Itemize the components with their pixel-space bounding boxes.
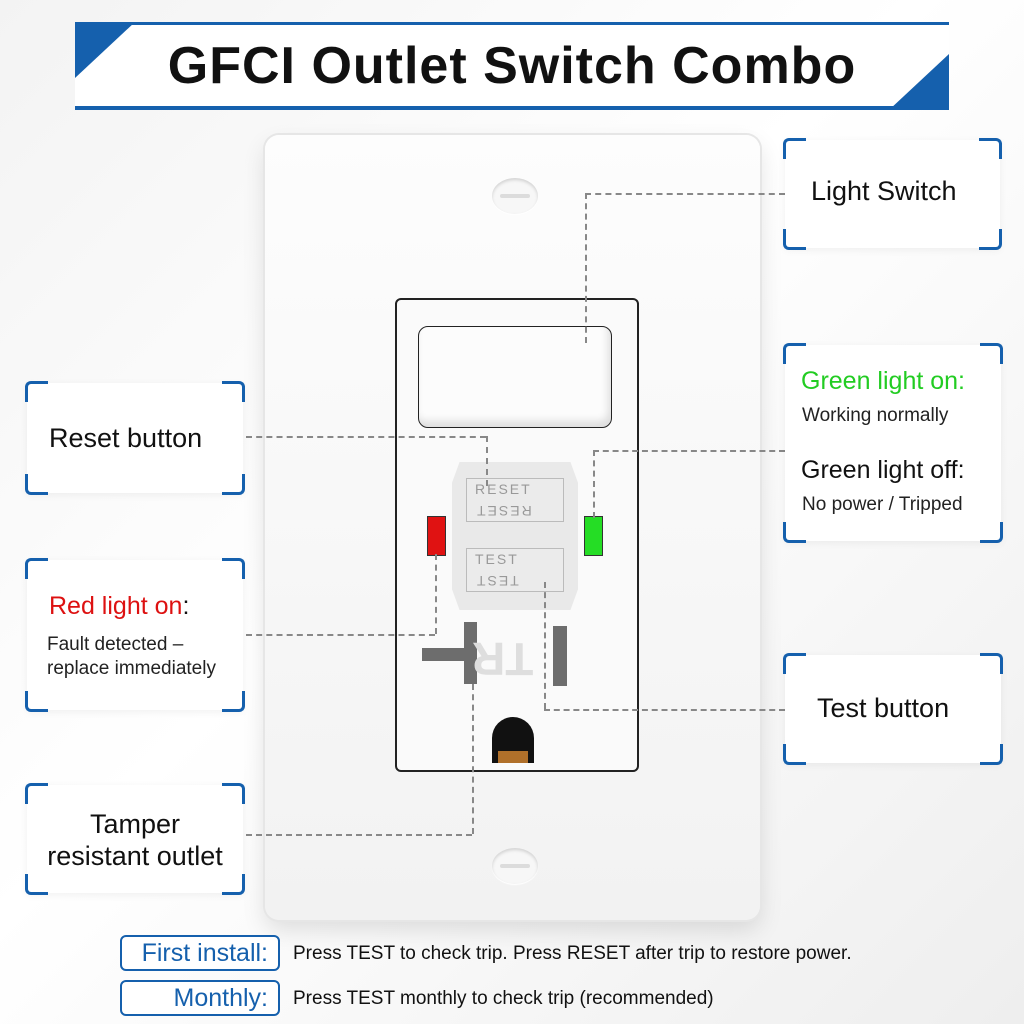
label-tamper-resistant: Tamper resistant outlet <box>25 783 245 895</box>
red-on-desc-2: replace immediately <box>47 658 216 679</box>
label-green-light: Green light on: Working normally Green l… <box>783 343 1003 543</box>
test-button[interactable]: TEST TEST <box>466 548 564 592</box>
test-button-caption: Test button <box>817 693 950 723</box>
reset-button-mirrored-label: RESET <box>475 503 532 519</box>
green-on-desc: Working normally <box>802 405 949 426</box>
test-button-label: TEST <box>475 551 519 567</box>
title-top-rule <box>75 22 949 25</box>
red-on-title-row: Red light on: <box>49 592 189 621</box>
reset-button[interactable]: RESET RESET <box>466 478 564 522</box>
test-button-mirrored-label: TEST <box>475 573 519 589</box>
red-on-title: Red light on <box>49 592 183 620</box>
title-banner: GFCI Outlet Switch Combo <box>75 22 949 110</box>
outlet-slot-left-horizontal <box>422 648 474 661</box>
title-bottom-rule <box>75 106 949 110</box>
title-left-accent <box>75 22 135 78</box>
leader-reset-v <box>486 436 488 486</box>
leader-red-h <box>246 634 435 636</box>
light-switch-label: Light Switch <box>811 176 957 206</box>
leader-green-h <box>593 450 785 452</box>
reset-button-label: RESET <box>475 481 532 497</box>
outlet-slot-right <box>553 626 567 686</box>
tamper-line-1: Tamper <box>89 809 181 839</box>
leader-test-v <box>544 582 546 709</box>
green-on-title: Green light on: <box>801 367 965 395</box>
leader-light-switch-h <box>585 193 785 195</box>
note-first-install-text: Press TEST to check trip. Press RESET af… <box>293 943 852 964</box>
leader-tamper-h <box>246 834 472 836</box>
label-light-switch: Light Switch <box>783 138 1002 250</box>
leader-green-v <box>593 450 595 518</box>
note-first-install-tag: First install: <box>120 935 280 971</box>
top-screw-icon <box>492 178 538 214</box>
leader-test-h <box>544 709 785 711</box>
note-monthly-text: Press TEST monthly to check trip (recomm… <box>293 988 714 1009</box>
bottom-screw-icon <box>492 848 538 884</box>
leader-light-switch-v <box>585 193 587 343</box>
red-on-colon: : <box>182 592 190 620</box>
green-off-desc: No power / Tripped <box>802 494 963 515</box>
label-red-light: Red light on: Fault detected – replace i… <box>25 558 245 712</box>
leader-reset-h <box>246 436 486 438</box>
label-test-button: Test button <box>783 653 1003 765</box>
leader-red-v <box>435 554 437 634</box>
ground-hole <box>492 717 534 763</box>
leader-tamper-v <box>472 684 474 834</box>
tamper-resistant-mark: TR <box>472 633 534 685</box>
tamper-line-2: resistant outlet <box>47 841 223 871</box>
note-monthly-tag: Monthly: <box>120 980 280 1016</box>
green-off-title: Green light off: <box>801 456 965 484</box>
title-right-accent <box>889 54 949 110</box>
red-indicator-light <box>427 516 446 556</box>
green-indicator-light <box>584 516 603 556</box>
red-on-desc-1: Fault detected – <box>47 634 184 655</box>
light-switch-rocker[interactable] <box>418 326 612 428</box>
label-reset-button: Reset button <box>25 381 245 495</box>
reset-button-caption: Reset button <box>49 423 203 453</box>
page-title: GFCI Outlet Switch Combo <box>167 37 857 95</box>
